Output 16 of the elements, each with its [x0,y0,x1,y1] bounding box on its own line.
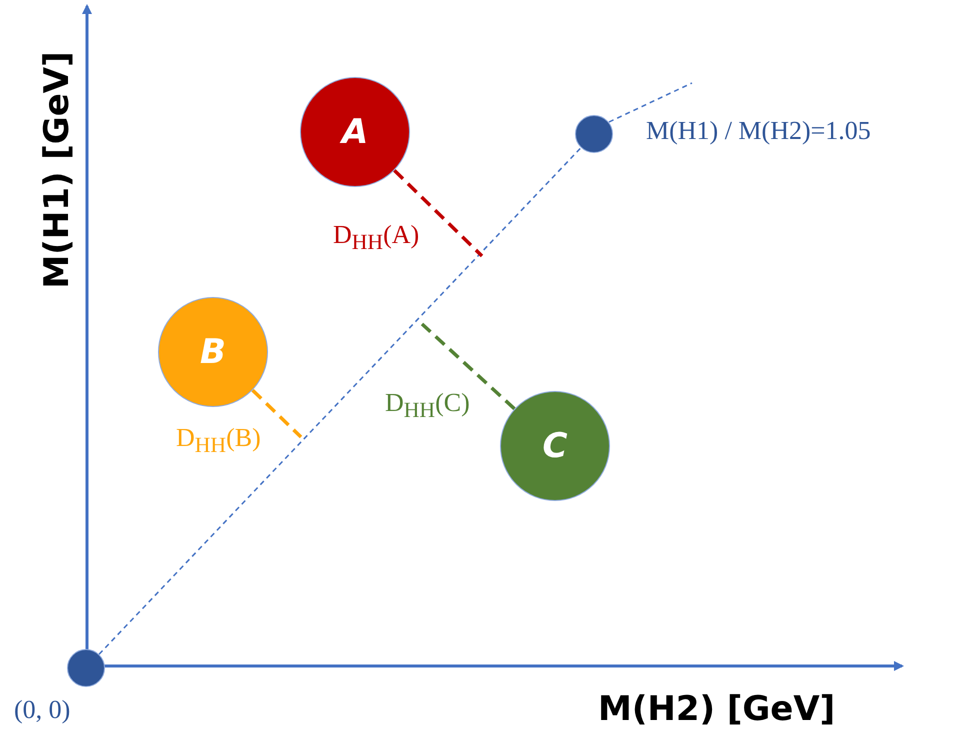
axis-title: M(H2) [GeV] [598,692,836,726]
ratio-label: M(H1) / M(H2)=1.05 [646,118,871,144]
edge-label: D$_{HH}$(B) [176,425,261,457]
edge-label: D$_{HH}$(C) [385,390,470,422]
coordinate-label: (0, 0) [14,697,70,723]
dashed-line [393,169,484,258]
point-letter: C [542,426,568,466]
data-point [575,115,613,153]
point-letter: B [200,332,226,372]
axis-title: M(H1) [GeV] [40,51,74,289]
dashed-line [420,322,516,410]
dashed-line [98,147,582,655]
edge-label: D$_{HH}$(A) [333,222,420,254]
dashed-line [251,388,302,438]
point-letter: A [342,112,368,152]
data-point [67,649,105,687]
